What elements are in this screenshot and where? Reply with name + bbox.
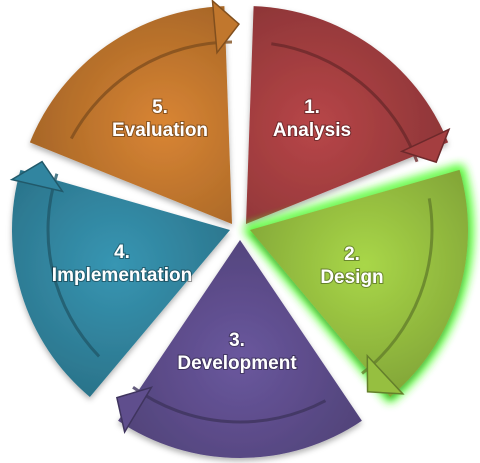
stage-number: 1. — [304, 97, 320, 118]
cycle-arc — [132, 386, 327, 424]
stage-name: Evaluation — [112, 120, 208, 141]
stage-wedge — [118, 240, 362, 458]
stage-segment-3 — [115, 240, 362, 458]
stage-wedge — [246, 6, 449, 225]
stage-wedge — [29, 6, 233, 225]
cycle-arrowhead-icon — [115, 386, 154, 434]
stage-label-1: 1.Analysis — [273, 97, 351, 141]
stage-segment-5 — [29, 0, 241, 225]
cycle-arc — [271, 42, 419, 163]
stage-label-3: 3.Development — [177, 330, 297, 374]
stage-name: Implementation — [52, 265, 192, 286]
stage-label-2: 2.Design — [320, 244, 383, 288]
stage-segment-2 — [243, 165, 472, 402]
cycle-arc — [69, 40, 233, 140]
stage-segment-1 — [246, 6, 451, 225]
stage-label-4: 4.Implementation — [52, 242, 192, 286]
stage-label-5: 5.Evaluation — [112, 97, 208, 141]
stage-segment-4 — [9, 160, 231, 397]
cycle-arrowhead-icon — [366, 353, 405, 395]
stage-wedge — [250, 169, 468, 397]
stage-name: Development — [177, 353, 297, 374]
cycle-arc — [46, 173, 101, 358]
cycle-arrowhead-icon — [211, 0, 241, 55]
stage-name: Analysis — [273, 120, 351, 141]
stage-number: 5. — [152, 97, 168, 118]
stage-name: Design — [320, 267, 383, 288]
stage-wedge — [11, 169, 231, 397]
cycle-arrowhead-icon — [399, 127, 451, 164]
stage-number: 3. — [229, 330, 245, 351]
cycle-arc — [361, 198, 434, 375]
cycle-arrowhead-icon — [9, 160, 65, 193]
stage-number: 4. — [114, 242, 130, 263]
stage-number: 2. — [344, 244, 360, 265]
